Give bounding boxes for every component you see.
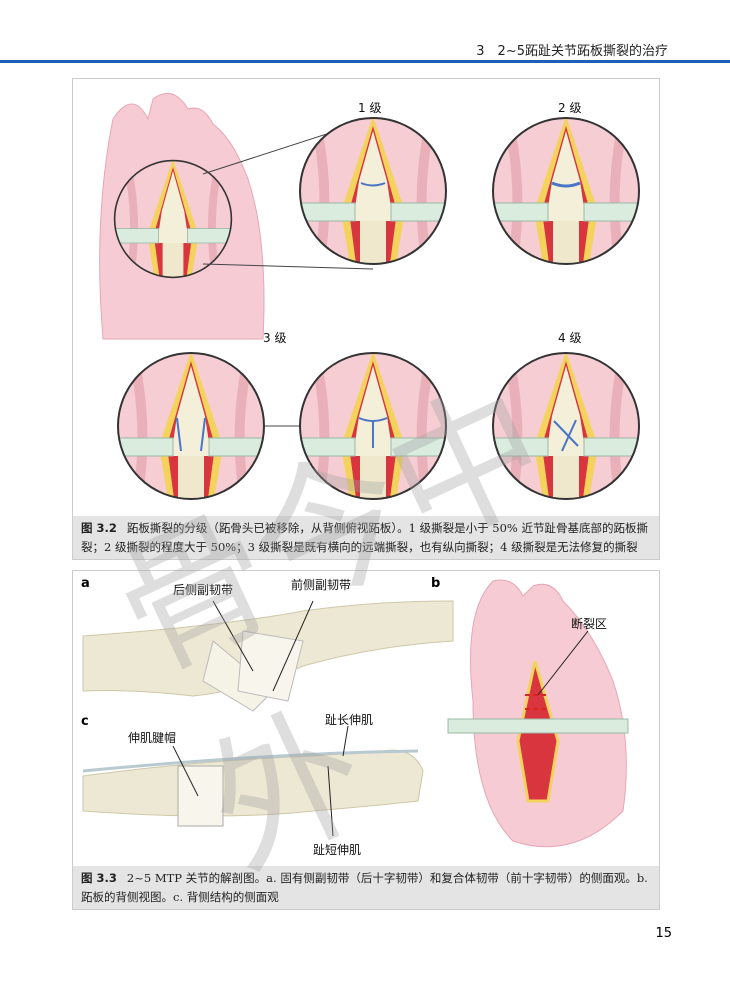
running-header: 3 2~5跖趾关节跖板撕裂的治疗 bbox=[476, 44, 668, 59]
anterior-ligament-label: 前侧副韧带 bbox=[291, 578, 352, 592]
caption-text: 2~5 MTP 关节的解剖图。a. 固有侧副韧带（后十字韧带）和复合体韧带（前十… bbox=[81, 871, 648, 904]
caption-number: 图 3.2 bbox=[81, 521, 117, 535]
grade-4-circle bbox=[486, 346, 646, 506]
mtp-anatomy-illustration bbox=[82, 579, 629, 848]
edl-label: 趾长伸肌 bbox=[325, 713, 374, 727]
figure-3-3: a b c 后侧副韧带 前侧副韧带 断裂区 伸肌腱帽 趾长伸肌 趾短伸肌 图 3… bbox=[72, 570, 660, 910]
rupture-zone-label: 断裂区 bbox=[571, 617, 608, 631]
edb-label: 趾短伸肌 bbox=[313, 843, 362, 857]
page-number: 15 bbox=[655, 926, 672, 941]
panel-b-label: b bbox=[431, 576, 441, 591]
caption-text: 跖板撕裂的分级（跖骨头已被移除，从背侧俯视跖板）。1 级撕裂是小于 50% 近节… bbox=[81, 521, 648, 554]
grade-2-circle bbox=[486, 111, 646, 271]
panel-c-label: c bbox=[81, 714, 89, 729]
header-rule bbox=[0, 60, 730, 63]
grade-3-circle-b bbox=[293, 346, 453, 506]
grade-3-label: 3 级 bbox=[263, 331, 287, 345]
caption-number: 图 3.3 bbox=[81, 871, 117, 885]
grade-2-label: 2 级 bbox=[558, 101, 582, 115]
panel-a-label: a bbox=[81, 576, 90, 591]
grade-1-circle bbox=[293, 111, 453, 271]
grade-1-label: 1 级 bbox=[358, 101, 382, 115]
posterior-ligament-label: 后侧副韧带 bbox=[173, 583, 234, 597]
tear-grade-illustration bbox=[99, 92, 659, 516]
extensor-hood-label: 伸肌腱帽 bbox=[128, 731, 177, 745]
grade-4-label: 4 级 bbox=[558, 331, 582, 345]
grade-3-circle-a bbox=[111, 346, 271, 506]
